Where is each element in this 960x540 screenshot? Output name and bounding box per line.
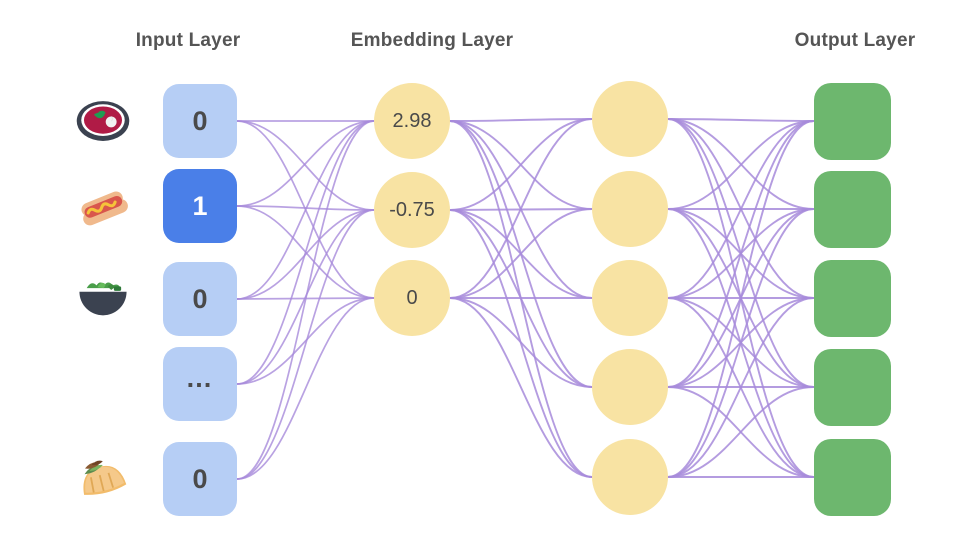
input-node-4[interactable]: 0 bbox=[163, 442, 237, 516]
hidden-node-1[interactable] bbox=[592, 171, 668, 247]
input-node-1-value: 1 bbox=[192, 190, 208, 221]
output-node-1[interactable] bbox=[813, 170, 891, 248]
hidden-node-2[interactable] bbox=[592, 260, 668, 336]
input-node-0-value: 0 bbox=[192, 105, 208, 136]
embedding-node-0-value: 2.98 bbox=[392, 109, 432, 132]
embedding-node-2[interactable]: 0 bbox=[374, 260, 450, 336]
embedding-node-1-value: -0.75 bbox=[389, 198, 435, 221]
input-node-ellipsis-value: … bbox=[185, 363, 215, 394]
embedding-node-2-value: 0 bbox=[406, 286, 418, 309]
hidden-node-0[interactable] bbox=[592, 81, 668, 157]
embedding-node-1[interactable]: -0.75 bbox=[374, 172, 450, 248]
input-node-2-value: 0 bbox=[192, 283, 208, 314]
taco-icon bbox=[83, 460, 127, 495]
hidden-node-4[interactable] bbox=[592, 439, 668, 515]
output-node-2[interactable] bbox=[813, 259, 891, 337]
output-node-4[interactable] bbox=[813, 438, 891, 516]
input-node-4-value: 0 bbox=[192, 463, 208, 494]
input-node-ellipsis[interactable]: … bbox=[163, 347, 237, 421]
embedding-node-0[interactable]: 2.98 bbox=[374, 83, 450, 159]
input-node-1[interactable]: 1 bbox=[163, 169, 237, 243]
beet-soup-bowl-icon bbox=[76, 101, 130, 141]
input-layer-title: Input Layer bbox=[135, 30, 241, 51]
output-layer-title: Output Layer bbox=[794, 30, 916, 51]
salad-bowl-icon bbox=[79, 282, 127, 316]
input-node-2[interactable]: 0 bbox=[163, 262, 237, 336]
output-node-0[interactable] bbox=[813, 82, 891, 160]
hot-dog-icon bbox=[81, 191, 128, 226]
embedding-layer-title: Embedding Layer bbox=[350, 30, 514, 51]
hidden-node-3[interactable] bbox=[592, 349, 668, 425]
input-node-0[interactable]: 0 bbox=[163, 84, 237, 158]
output-node-3[interactable] bbox=[813, 348, 891, 426]
